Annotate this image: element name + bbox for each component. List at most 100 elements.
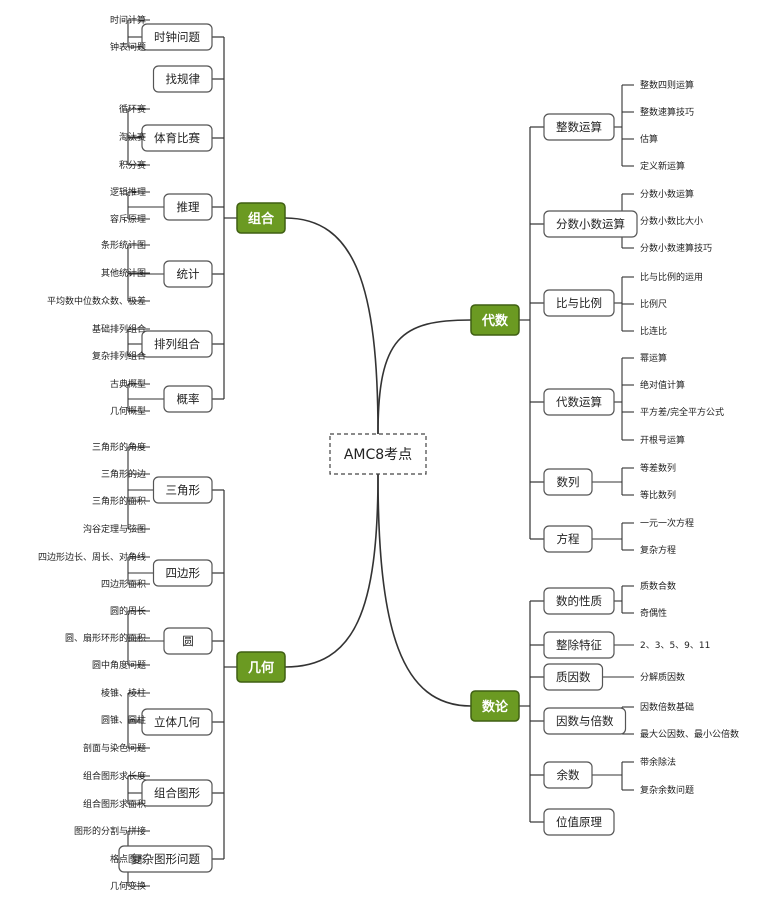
topic-box (543, 587, 615, 615)
topic-zuhe-1[interactable]: 找规律 (152, 65, 213, 93)
topic-box (152, 476, 213, 504)
branch-daishu[interactable]: 代数 (470, 304, 520, 336)
leaf-label: 平均数中位数众数、极差 (47, 295, 146, 307)
branch-box (470, 690, 520, 722)
leaf-label: 质数合数 (640, 580, 676, 592)
root-to-zuhe-curve (284, 217, 379, 435)
leaf-label: 圆的周长 (110, 605, 146, 617)
leaf-label: 带余除法 (640, 756, 676, 768)
leaf-label: 圆中角度问题 (92, 659, 146, 671)
leaf-label: 2、3、5、9、11 (640, 641, 710, 651)
root-box (329, 433, 427, 475)
leaf-label: 组合图形求长度 (83, 770, 146, 782)
leaves-daishu-3 (614, 357, 634, 441)
leaves-daishu-5 (592, 522, 634, 551)
root-node[interactable]: AMC8考点 (329, 433, 427, 475)
topic-label: 推理 (177, 200, 200, 214)
topic-box (141, 124, 213, 152)
leaves-daishu-4 (592, 467, 634, 496)
topic-daishu-3[interactable]: 代数运算 (543, 388, 615, 416)
topic-zuhe-6[interactable]: 概率 (163, 385, 213, 413)
topic-jihe-3[interactable]: 立体几何 (141, 708, 213, 736)
leaf-label: 比连比 (640, 325, 667, 337)
branch-jihe[interactable]: 几何 (236, 651, 286, 683)
leaf-label: 一元一次方程 (640, 517, 694, 529)
leaf-label: 最大公因数、最小公倍数 (640, 728, 739, 740)
topic-jihe-1[interactable]: 四边形 (152, 559, 213, 587)
leaf-label: 淘汰赛 (119, 131, 146, 143)
topic-box (141, 23, 213, 51)
leaves-jihe-4 (127, 775, 150, 805)
root-to-daishu-curve (377, 319, 472, 435)
branch-label: 组合 (248, 211, 275, 227)
topic-label: 整数运算 (556, 120, 602, 134)
topic-label: 余数 (557, 768, 580, 782)
topic-label: 因数与倍数 (556, 714, 614, 728)
leaf-label: 积分赛 (119, 159, 146, 171)
topic-daishu-2[interactable]: 比与比例 (543, 289, 615, 317)
topic-zuhe-3[interactable]: 推理 (163, 193, 213, 221)
leaf-label: 棱锥、棱柱 (101, 687, 146, 699)
topic-zuhe-2[interactable]: 体育比赛 (141, 124, 213, 152)
leaf-label: 因数倍数基础 (640, 701, 694, 713)
topic-zuhe-0[interactable]: 时钟问题 (141, 23, 213, 51)
topic-shulun-3[interactable]: 因数与倍数 (543, 707, 627, 735)
leaves-zuhe-6 (127, 383, 164, 412)
topic-box (543, 525, 593, 553)
topic-label: 复杂图形问题 (131, 852, 200, 866)
topic-box (163, 260, 213, 288)
topic-label: 数列 (557, 475, 580, 489)
topic-zuhe-5[interactable]: 排列组合 (141, 330, 213, 358)
leaves-jihe-0 (127, 446, 154, 530)
leaf-label: 整数速算技巧 (640, 106, 694, 118)
leaf-label: 定义新运算 (640, 160, 685, 172)
topic-shulun-0[interactable]: 数的性质 (543, 587, 615, 615)
topic-jihe-5[interactable]: 复杂图形问题 (118, 845, 213, 873)
branch-box (236, 202, 286, 234)
topic-label: 时钟问题 (154, 30, 200, 44)
branch-shulun[interactable]: 数论 (470, 690, 520, 722)
topic-label: 三角形 (166, 483, 201, 497)
topic-box (543, 289, 615, 317)
topic-daishu-0[interactable]: 整数运算 (543, 113, 615, 141)
leaf-label: 平方差/完全平方公式 (640, 406, 724, 418)
topic-label: 立体几何 (154, 715, 200, 729)
leaf-label: 几何概型 (110, 405, 146, 417)
topic-shulun-1[interactable]: 整除特征 (543, 631, 615, 659)
leaf-label: 循环赛 (119, 103, 146, 115)
topic-shulun-5[interactable]: 位值原理 (543, 808, 615, 836)
topic-label: 找规律 (166, 72, 201, 86)
topic-box (163, 385, 213, 413)
topic-box (163, 627, 213, 655)
topic-zuhe-4[interactable]: 统计 (163, 260, 213, 288)
topic-jihe-2[interactable]: 圆 (163, 627, 213, 655)
leaves-zuhe-4 (127, 244, 164, 302)
branch-box (470, 304, 520, 336)
leaf-label: 复杂方程 (640, 544, 676, 556)
topic-daishu-1[interactable]: 分数小数运算 (543, 210, 638, 238)
topic-shulun-2[interactable]: 质因数 (543, 663, 604, 691)
topic-label: 统计 (177, 267, 200, 281)
leaf-label: 时间计算 (110, 14, 146, 26)
leaf-label: 剖面与染色问题 (83, 742, 146, 754)
leaf-label: 沟谷定理与弦图 (83, 523, 146, 535)
topic-box (543, 388, 615, 416)
leaf-label: 图形的分割与拼接 (74, 825, 146, 837)
topic-daishu-4[interactable]: 数列 (543, 468, 593, 496)
leaf-label: 四边形边长、周长、对角线 (38, 551, 146, 563)
topic-shulun-4[interactable]: 余数 (543, 761, 593, 789)
leaf-label: 其他统计图 (101, 267, 146, 279)
branch-label: 数论 (482, 699, 509, 715)
leaves-shulun-4 (592, 761, 634, 791)
topic-daishu-5[interactable]: 方程 (543, 525, 593, 553)
branch-zuhe[interactable]: 组合 (236, 202, 286, 234)
topic-box (543, 631, 615, 659)
leaf-label: 分解质因数 (640, 671, 685, 683)
connector-lines (119, 19, 637, 887)
leaf-label: 比与比例的运用 (640, 271, 703, 283)
leaf-label: 分数小数比大小 (640, 215, 703, 227)
leaf-label: 复杂余数问题 (640, 784, 694, 796)
topic-jihe-4[interactable]: 组合图形 (141, 779, 213, 807)
topic-jihe-0[interactable]: 三角形 (152, 476, 213, 504)
